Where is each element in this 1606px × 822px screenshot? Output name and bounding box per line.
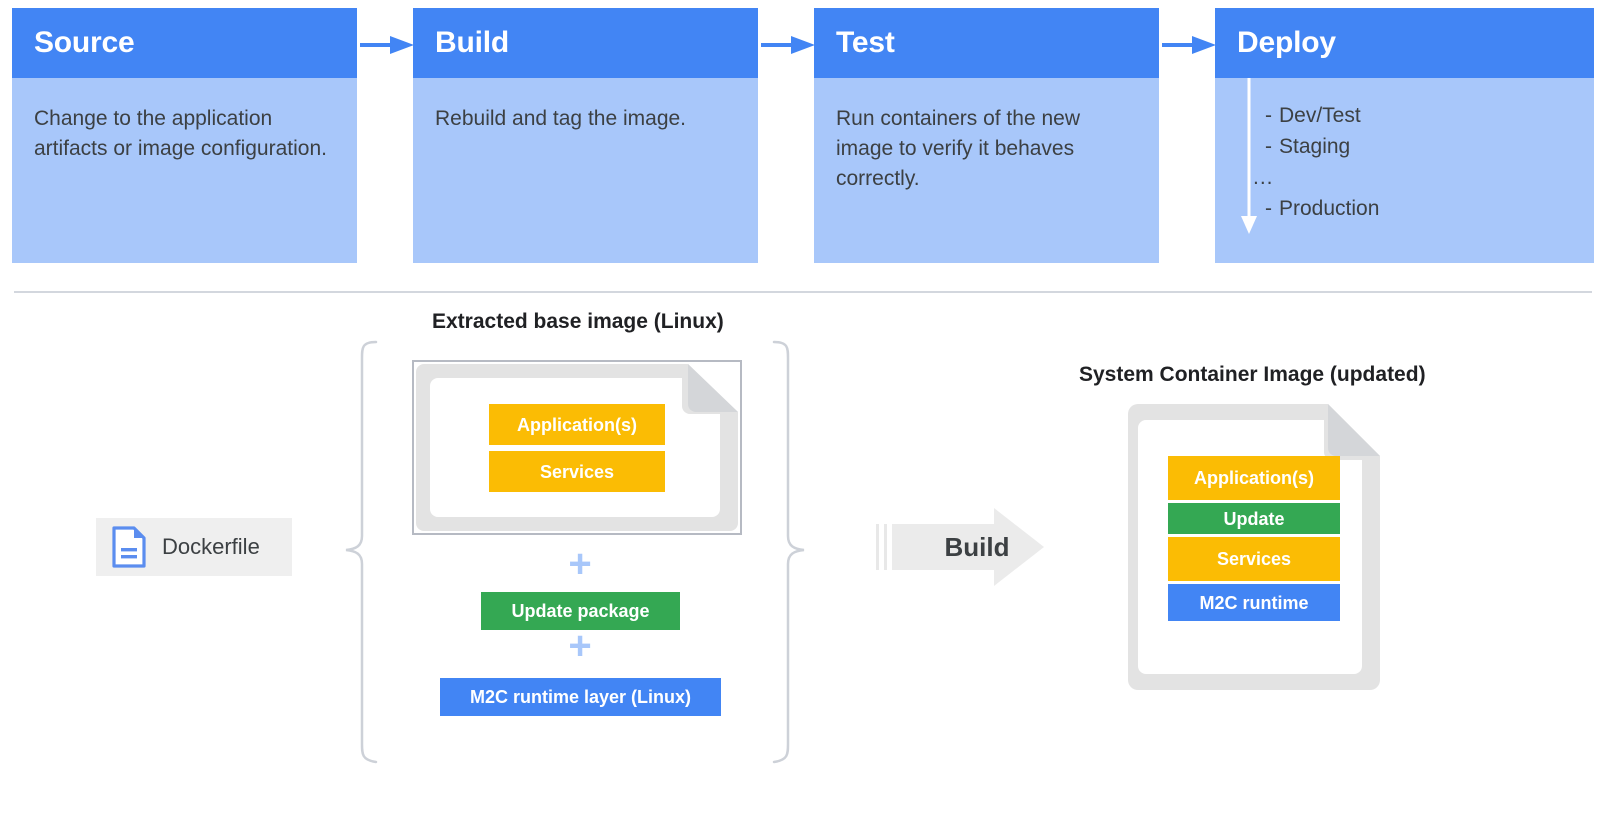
layer-bar-applications: Application(s) — [489, 404, 665, 445]
connector-arrow-source-to-build — [360, 36, 414, 54]
update-package-bar: Update package — [481, 592, 680, 630]
bullet-dash: - — [1265, 135, 1272, 158]
dockerfile-label: Dockerfile — [162, 534, 260, 559]
pipeline-section: Source Change to the application artifac… — [0, 0, 1606, 265]
arrow-stem — [761, 43, 795, 47]
pipeline-stage-deploy[interactable]: Deploy - Dev/Test - Staging — [1215, 8, 1594, 263]
pipeline-stage-test[interactable]: Test Run containers of the new image to … — [814, 8, 1159, 263]
layer-bar-services: Services — [489, 451, 665, 492]
deploy-item-label: Staging — [1279, 135, 1351, 158]
m2c-runtime-layer-bar: M2C runtime layer (Linux) — [440, 678, 721, 716]
stage-header-test: Test — [814, 8, 1159, 78]
curly-brace-right-icon — [772, 340, 805, 764]
arrow-right-icon — [791, 36, 815, 54]
stage-text-test: Run containers of the new image to verif… — [836, 107, 1080, 190]
list-item: - Staging — [1215, 131, 1379, 162]
arrow-stem — [1162, 43, 1196, 47]
arrow-right-icon — [390, 36, 414, 54]
bullet-dash: - — [1265, 104, 1272, 127]
layer-bar-m2c-runtime: M2C runtime — [1168, 584, 1340, 621]
list-item: ... — [1215, 162, 1379, 193]
connector-arrow-test-to-deploy — [1162, 36, 1216, 54]
list-item: - Production — [1215, 193, 1379, 224]
section-divider — [14, 291, 1592, 293]
document-file-icon — [112, 526, 146, 568]
deploy-environment-list: - Dev/Test - Staging ... - Production — [1215, 100, 1379, 224]
pipeline-stage-build[interactable]: Build Rebuild and tag the image. — [413, 8, 758, 263]
stage-body-deploy: - Dev/Test - Staging ... - Production — [1215, 78, 1594, 263]
plus-icon: + — [568, 542, 592, 586]
stage-body-source: Change to the application artifacts or i… — [12, 78, 357, 263]
stage-text-source: Change to the application artifacts or i… — [34, 107, 327, 160]
build-flow-section: Extracted base image (Linux) Application… — [0, 296, 1606, 822]
layer-bar-update: Update — [1168, 503, 1340, 534]
dockerfile-chip[interactable]: Dockerfile — [96, 518, 292, 576]
base-image-layer-stack: Application(s) Services — [489, 404, 665, 492]
pipeline-stage-source[interactable]: Source Change to the application artifac… — [12, 8, 357, 263]
stage-title-source: Source — [34, 26, 135, 59]
deploy-item-label: Dev/Test — [1279, 104, 1361, 127]
stage-title-deploy: Deploy — [1237, 26, 1336, 59]
plus-icon: + — [568, 624, 592, 668]
ellipsis-icon: ... — [1253, 166, 1274, 189]
stage-body-test: Run containers of the new image to verif… — [814, 78, 1159, 263]
build-arrow-label: Build — [944, 532, 1010, 562]
arrow-down-icon — [1241, 78, 1257, 234]
stage-header-source: Source — [12, 8, 357, 78]
layer-bar-services: Services — [1168, 537, 1340, 581]
output-layer-stack: Application(s) Update Services M2C runti… — [1168, 456, 1340, 624]
arrow-stem — [360, 43, 394, 47]
stage-header-build: Build — [413, 8, 758, 78]
stage-text-build: Rebuild and tag the image. — [435, 107, 687, 130]
output-image-caption: System Container Image (updated) — [1079, 363, 1426, 386]
build-arrow: Build — [876, 506, 1046, 593]
curly-brace-left-icon — [345, 340, 378, 764]
bullet-dash: - — [1265, 197, 1272, 220]
base-image-caption: Extracted base image (Linux) — [432, 310, 724, 333]
connector-arrow-build-to-test — [761, 36, 815, 54]
layer-bar-applications: Application(s) — [1168, 456, 1340, 500]
stage-title-build: Build — [435, 26, 509, 59]
stage-title-test: Test — [836, 26, 895, 59]
list-item: - Dev/Test — [1215, 100, 1379, 131]
arrow-right-block-icon — [876, 508, 1044, 586]
stage-header-deploy: Deploy — [1215, 8, 1594, 78]
stage-body-build: Rebuild and tag the image. — [413, 78, 758, 263]
arrow-right-icon — [1192, 36, 1216, 54]
deploy-item-label: Production — [1279, 197, 1380, 220]
